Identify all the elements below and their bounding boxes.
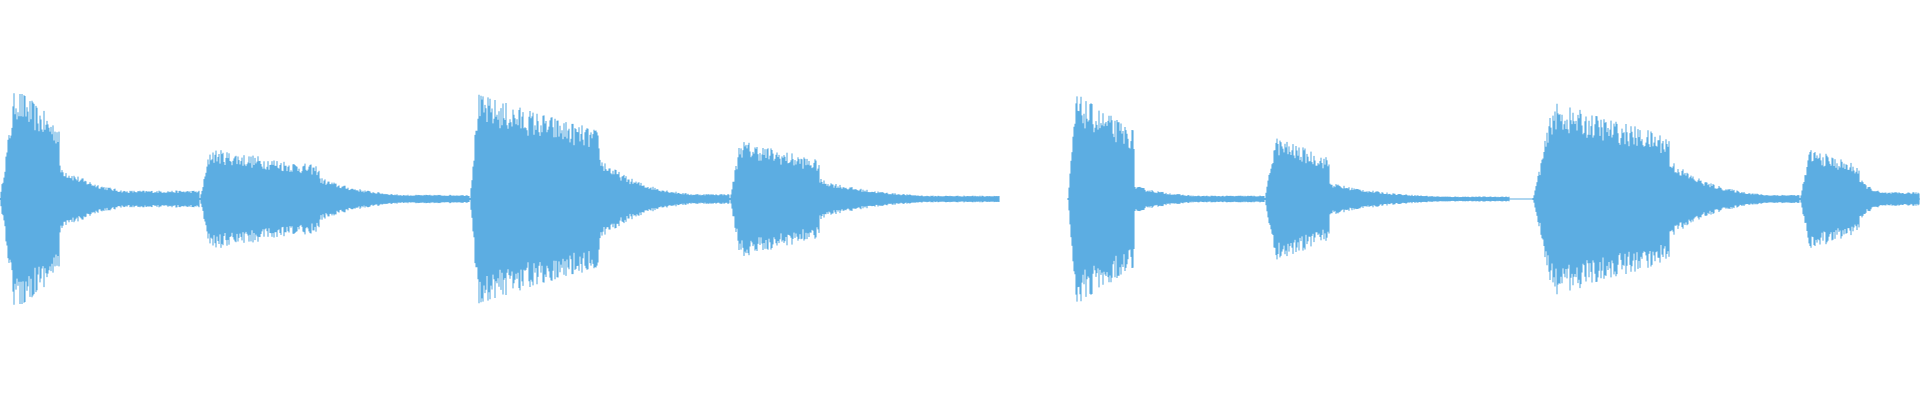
waveform-segment <box>0 93 200 305</box>
waveform-segment <box>729 142 1000 256</box>
waveform-segment <box>1067 96 1265 302</box>
waveform-segment <box>469 94 730 304</box>
waveform-segment <box>1532 103 1800 295</box>
waveform-segment <box>1264 138 1510 260</box>
waveform-segment <box>199 150 470 248</box>
waveform-amplitude-bars <box>0 93 1920 305</box>
waveform-segment <box>1799 150 1920 248</box>
